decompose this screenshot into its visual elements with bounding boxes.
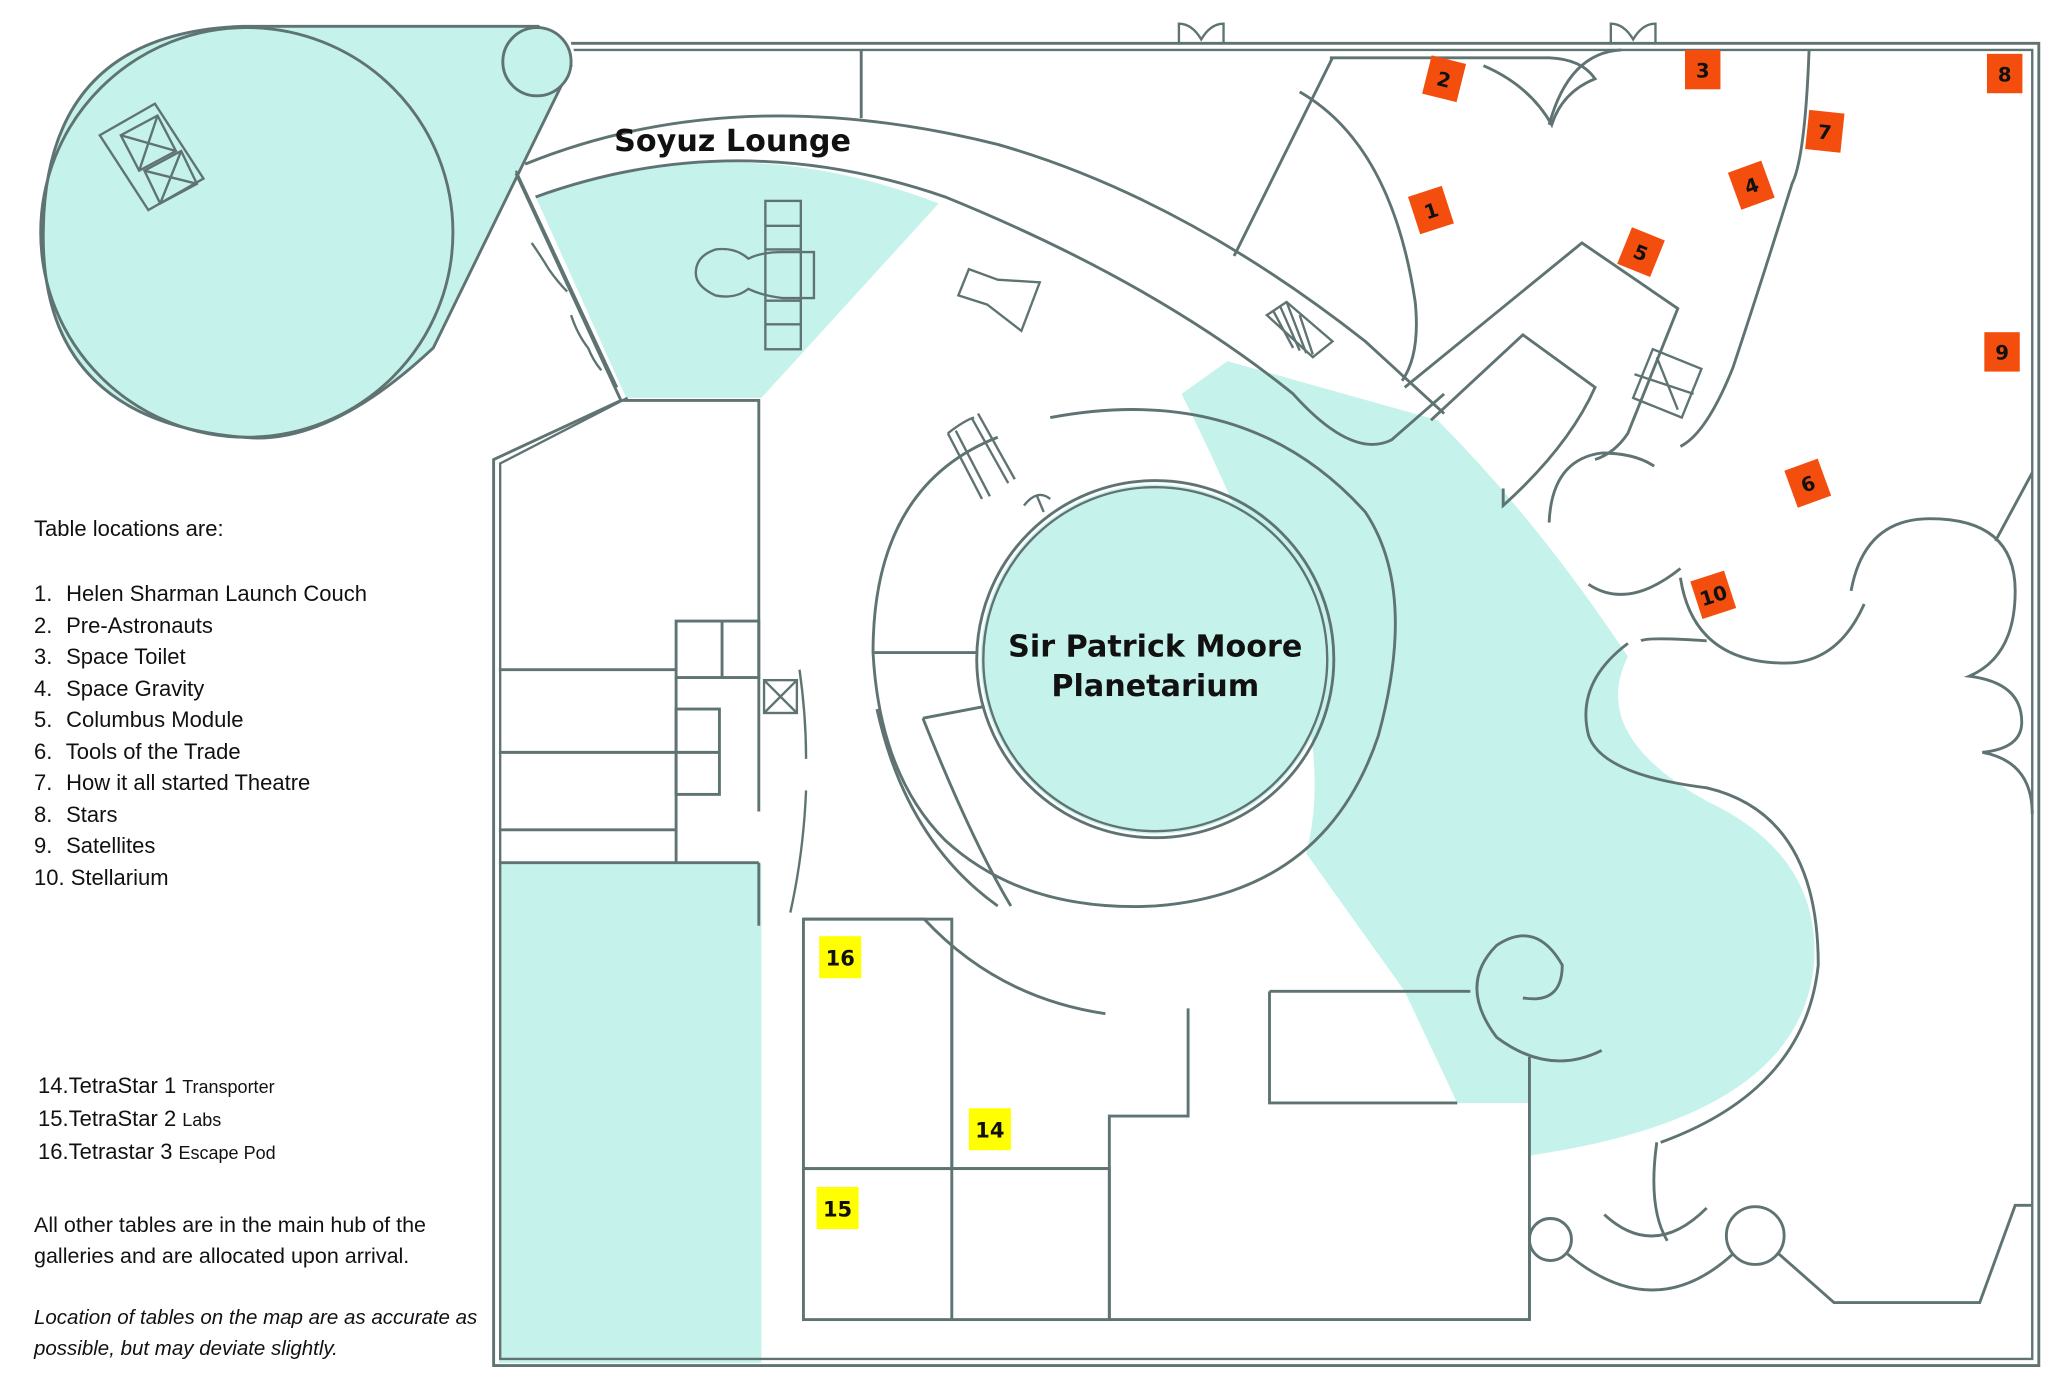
- legend-item: 1. Helen Sharman Launch Couch: [34, 581, 367, 606]
- marker-box: [968, 1108, 1011, 1151]
- table-marker-14: 14: [968, 1108, 1011, 1151]
- galleries-walls: [1298, 48, 2034, 1144]
- soyuz-lounge-label: Soyuz Lounge: [614, 124, 851, 159]
- lounge-furniture: [694, 199, 1335, 359]
- central-corridor-zone: [1181, 361, 1815, 1156]
- marker-box: [816, 1186, 859, 1230]
- marker-box: [1986, 53, 2023, 94]
- tetrastar-rooms: [802, 917, 1111, 1322]
- marker-box: [1685, 49, 1721, 90]
- table-marker-7: 7: [1805, 109, 1845, 153]
- table-marker-10: 10: [1690, 570, 1737, 620]
- table-marker-1: 1: [1408, 185, 1454, 235]
- planetarium: [871, 408, 1397, 908]
- marker-box: [1408, 185, 1454, 235]
- left-block-rooms: [498, 399, 808, 926]
- table-marker-4: 4: [1727, 160, 1775, 210]
- marker-box: [1727, 160, 1775, 210]
- legend-item: 7. How it all started Theatre: [34, 770, 311, 795]
- stairs-icon: [1264, 300, 1335, 359]
- marker-box: [1784, 458, 1832, 508]
- lift-icon: [762, 678, 799, 715]
- left-lower-zone: [498, 863, 762, 1363]
- door-icon: [946, 413, 1016, 500]
- zone-fills: [498, 162, 1815, 1363]
- marker-label: 7: [1817, 120, 1833, 144]
- door-icon: [530, 242, 568, 293]
- planetarium-label-line1: Sir Patrick Moore: [1008, 630, 1302, 665]
- legend-list: 1. Helen Sharman Launch Couch 2. Pre-Ast…: [34, 578, 367, 893]
- marker-label: 8: [1998, 63, 2012, 86]
- marker-box: [1422, 55, 1467, 103]
- planetarium-dome-zone: [980, 484, 1330, 834]
- allocation-note: All other tables are in the main hub of …: [34, 1213, 427, 1268]
- marker-box: [819, 936, 862, 979]
- marker-box: [1690, 570, 1737, 620]
- accuracy-disclaimer: Location of tables on the map are as acc…: [34, 1306, 478, 1360]
- legend-item: 8. Stars: [34, 801, 118, 827]
- marker-label: 15: [823, 1197, 852, 1221]
- legend-item: 9. Satellites: [34, 833, 156, 858]
- legend-item: 6. Tools of the Trade: [34, 738, 241, 764]
- table-marker-5: 5: [1617, 227, 1665, 278]
- table-marker-15: 15: [816, 1186, 859, 1230]
- legend-item: 3. Space Toilet: [34, 644, 186, 669]
- table-marker-8: 8: [1986, 53, 2023, 94]
- marker-box: [1805, 109, 1845, 153]
- soyuz-lounge-zone: [535, 162, 939, 398]
- door-icon: [1177, 22, 1225, 44]
- marker-label: 3: [1696, 59, 1710, 82]
- table-marker-9: 9: [1984, 332, 2020, 372]
- table-marker-16: 16: [819, 936, 862, 979]
- marker-label: 1: [1421, 198, 1441, 224]
- legend-item: 4. Space Gravity: [34, 675, 205, 701]
- soyuz-lounge-corridor: [524, 49, 1446, 446]
- table-markers: 1 2 3 4 5 6 7 8 9 10 14 15 16: [816, 49, 2023, 1230]
- table-marker-6: 6: [1784, 458, 1832, 508]
- marker-label: 6: [1798, 471, 1819, 497]
- table-marker-2: 2: [1422, 55, 1467, 103]
- hatch-icon: [98, 102, 206, 212]
- marker-box: [1984, 332, 2020, 372]
- legend-title: Table locations are:: [34, 516, 224, 541]
- legend-item: 2. Pre-Astronauts: [34, 612, 213, 638]
- soyuz-capsule: [39, 24, 573, 440]
- marker-label: 16: [826, 947, 855, 971]
- door-icon: [1609, 22, 1657, 44]
- marker-label: 14: [975, 1119, 1004, 1143]
- marker-label: 9: [1995, 342, 2009, 365]
- table-marker-3: 3: [1685, 49, 1721, 90]
- marker-box: [1617, 227, 1665, 278]
- planetarium-label-line2: Planetarium: [1051, 669, 1259, 704]
- legend-item: 10. Stellarium: [34, 864, 169, 890]
- legend-item: 5. Columbus Module: [34, 707, 244, 732]
- marker-label: 2: [1434, 67, 1453, 93]
